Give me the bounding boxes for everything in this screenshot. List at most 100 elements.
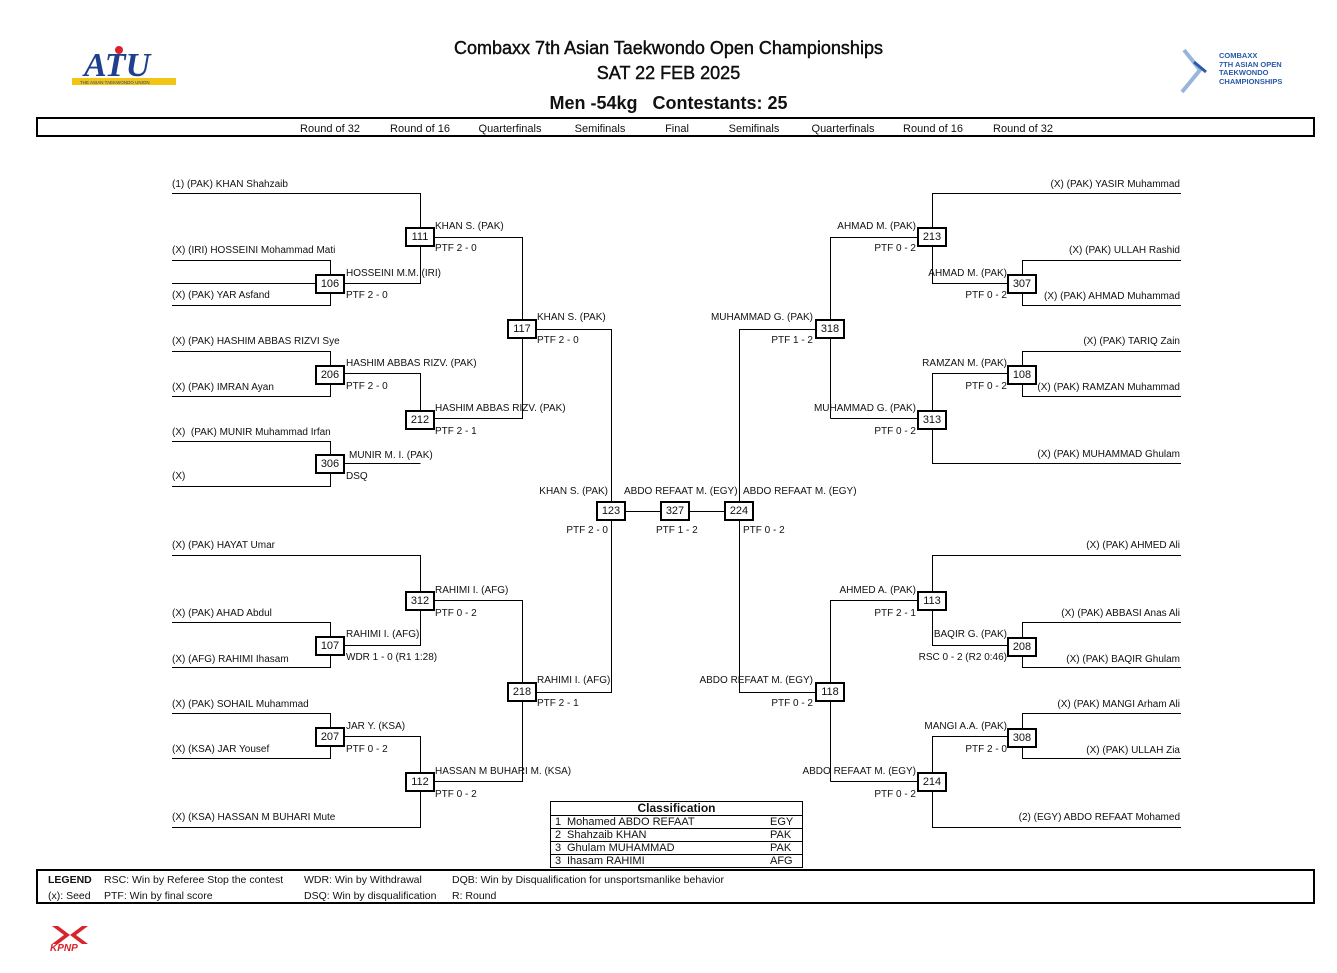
match-number-box: 111 [405, 227, 435, 247]
match-winner: HASHIM ABBAS RIZV. (PAK) [346, 358, 477, 369]
rank: 2 [554, 829, 562, 841]
match-number-box: 113 [917, 591, 947, 611]
match-score: PTF 2 - 0 [965, 744, 1007, 755]
round-label: Round of 16 [903, 123, 963, 135]
match-score: PTF 1 - 2 [656, 525, 698, 536]
match-number-box: 206 [315, 365, 345, 385]
match-number-box: 118 [815, 682, 845, 702]
match-winner: MUHAMMAD G. (PAK) [710, 312, 813, 323]
match-score: PTF 0 - 2 [743, 525, 785, 536]
event-title: Combaxx 7th Asian Taekwondo Open Champio… [454, 38, 883, 58]
athlete-name: Shahzaib KHAN [567, 829, 647, 841]
match-number-box: 117 [507, 319, 537, 339]
bracket-entry: (X) (PAK) IMRAN Ayan [172, 382, 274, 393]
match-number-box: 306 [315, 454, 345, 474]
match-score: PTF 0 - 2 [874, 426, 916, 437]
match-number-box: 212 [405, 410, 435, 430]
bracket-entry: (X) (PAK) AHAD Abdul [172, 608, 272, 619]
legend-r: R: Round [452, 890, 497, 902]
match-score: PTF 2 - 1 [435, 426, 477, 437]
match-number-box: 108 [1007, 365, 1037, 385]
match-winner: RAHIMI I. (AFG) [346, 629, 420, 640]
bracket-entry: (1) (PAK) KHAN Shahzaib [172, 179, 288, 190]
kpnp-logo-text: KPNP [50, 943, 78, 954]
round-label: Semifinals [574, 123, 626, 135]
combaxx-logo-line: 7TH ASIAN OPEN [1219, 59, 1282, 69]
match-number-box: 207 [315, 727, 345, 747]
match-winner: KHAN S. (PAK) [435, 221, 504, 232]
legend-box: LEGEND (x): Seed RSC: Win by Referee Sto… [36, 869, 1315, 904]
match-winner: MUHAMMAD G. (PAK) [813, 403, 916, 414]
match-winner: ABDO REFAAT M. (EGY) [624, 486, 738, 497]
round-label: Quarterfinals [811, 123, 875, 135]
classification-row: 1 Mohamed ABDO REFAAT EGY [551, 816, 802, 829]
match-score: PTF 2 - 1 [537, 698, 579, 709]
match-number-box: 327 [660, 501, 690, 521]
legend-ptf: PTF: Win by final score [104, 890, 213, 902]
match-number-box: 214 [917, 772, 947, 792]
match-number-box: 308 [1007, 728, 1037, 748]
match-score: PTF 0 - 2 [435, 608, 477, 619]
match-winner: ABDO REFAAT M. (EGY) [699, 675, 813, 686]
match-winner: RAHIMI I. (AFG) [435, 585, 509, 596]
match-number-box: 123 [596, 501, 626, 521]
match-winner: RAHIMI I. (AFG) [537, 675, 611, 686]
legend-label: LEGEND [48, 874, 92, 886]
match-score: PTF 1 - 2 [771, 335, 813, 346]
combaxx-logo-line: COMBAXX [1219, 51, 1258, 60]
match-winner: AHMED A. (PAK) [839, 585, 917, 596]
bracket-entry: (X) (KSA) HASSAN M BUHARI Mute [172, 812, 336, 823]
round-label: Final [665, 123, 689, 135]
legend-dqb: DQB: Win by Disqualification for unsport… [452, 874, 724, 886]
legend-dsq: DSQ: Win by disqualification [304, 890, 437, 902]
classification-row: 3 Ghulam MUHAMMAD PAK [551, 842, 802, 855]
bracket-entry: (X) (PAK) ABBASI Anas Ali [1061, 608, 1180, 619]
athlete-name: Mohamed ABDO REFAAT [567, 816, 695, 828]
bracket-entry: (X) [172, 471, 186, 482]
bracket-entry: (X) (PAK) AHMAD Muhammad [1044, 291, 1180, 302]
legend-wdr: WDR: Win by Withdrawal [304, 874, 422, 886]
match-winner: RAMZAN M. (PAK) [922, 358, 1007, 369]
legend-seed: (x): Seed [48, 890, 91, 902]
legend-rsc: RSC: Win by Referee Stop the contest [104, 874, 284, 886]
match-score: PTF 0 - 2 [346, 744, 388, 755]
bracket-entry: (X) (PAK) MUNIR Muhammad Irfan [172, 427, 331, 438]
bracket-entry: (X) (IRI) HOSSEINI Mohammad Mati [172, 245, 336, 256]
bracket-entry: (X) (PAK) ULLAH Rashid [1069, 245, 1180, 256]
match-number-box: 307 [1007, 274, 1037, 294]
country-code: PAK [770, 842, 792, 854]
rank: 3 [554, 842, 562, 854]
classification-row: 2 Shahzaib KHAN PAK [551, 829, 802, 842]
round-label: Round of 32 [300, 123, 360, 135]
country-code: EGY [770, 816, 794, 828]
round-label: Semifinals [728, 123, 780, 135]
classification-table: Classification 1 Mohamed ABDO REFAAT EGY… [550, 801, 803, 868]
match-winner: JAR Y. (KSA) [346, 721, 406, 732]
combaxx-logo-line: CHAMPIONSHIPS [1219, 76, 1283, 86]
match-score: WDR 1 - 0 (R1 1:28) [346, 652, 438, 663]
match-number-box: 107 [315, 636, 345, 656]
match-number-box: 312 [405, 591, 435, 611]
classification-row: 3 Ihasam RAHIMI AFG [551, 855, 802, 867]
bracket-entry: (2) (EGY) ABDO REFAAT Mohamed [1018, 812, 1180, 823]
match-winner: AHMAD M. (PAK) [928, 268, 1007, 279]
bracket-entry: (X) (PAK) AHMED Ali [1086, 540, 1180, 551]
bracket-entry: (X) (PAK) HAYAT Umar [172, 540, 275, 551]
classification-title: Classification [551, 802, 802, 816]
bracket-entry: (X) (PAK) HASHIM ABBAS RIZVI Sye [172, 336, 340, 347]
bracket-entry: (X) (PAK) MUHAMMAD Ghulam [1037, 449, 1180, 460]
match-score: PTF 2 - 0 [537, 335, 579, 346]
athlete-name: Ghulam MUHAMMAD [567, 842, 675, 854]
bracket-entry: (X) (KSA) JAR Yousef [172, 744, 270, 755]
match-winner: ABDO REFAAT M. (EGY) [802, 766, 916, 777]
match-number-box: 208 [1007, 637, 1037, 657]
match-number-box: 218 [507, 682, 537, 702]
match-score: PTF 2 - 0 [346, 381, 388, 392]
match-winner: KHAN S. (PAK) [537, 312, 606, 323]
category-title: Men -54kg Contestants: 25 [549, 93, 788, 113]
round-label: Round of 32 [993, 123, 1053, 135]
round-header-bar: Round of 32 Round of 16 Quarterfinals Se… [36, 117, 1315, 137]
match-score: PTF 2 - 0 [435, 243, 477, 254]
round-label: Round of 16 [390, 123, 450, 135]
